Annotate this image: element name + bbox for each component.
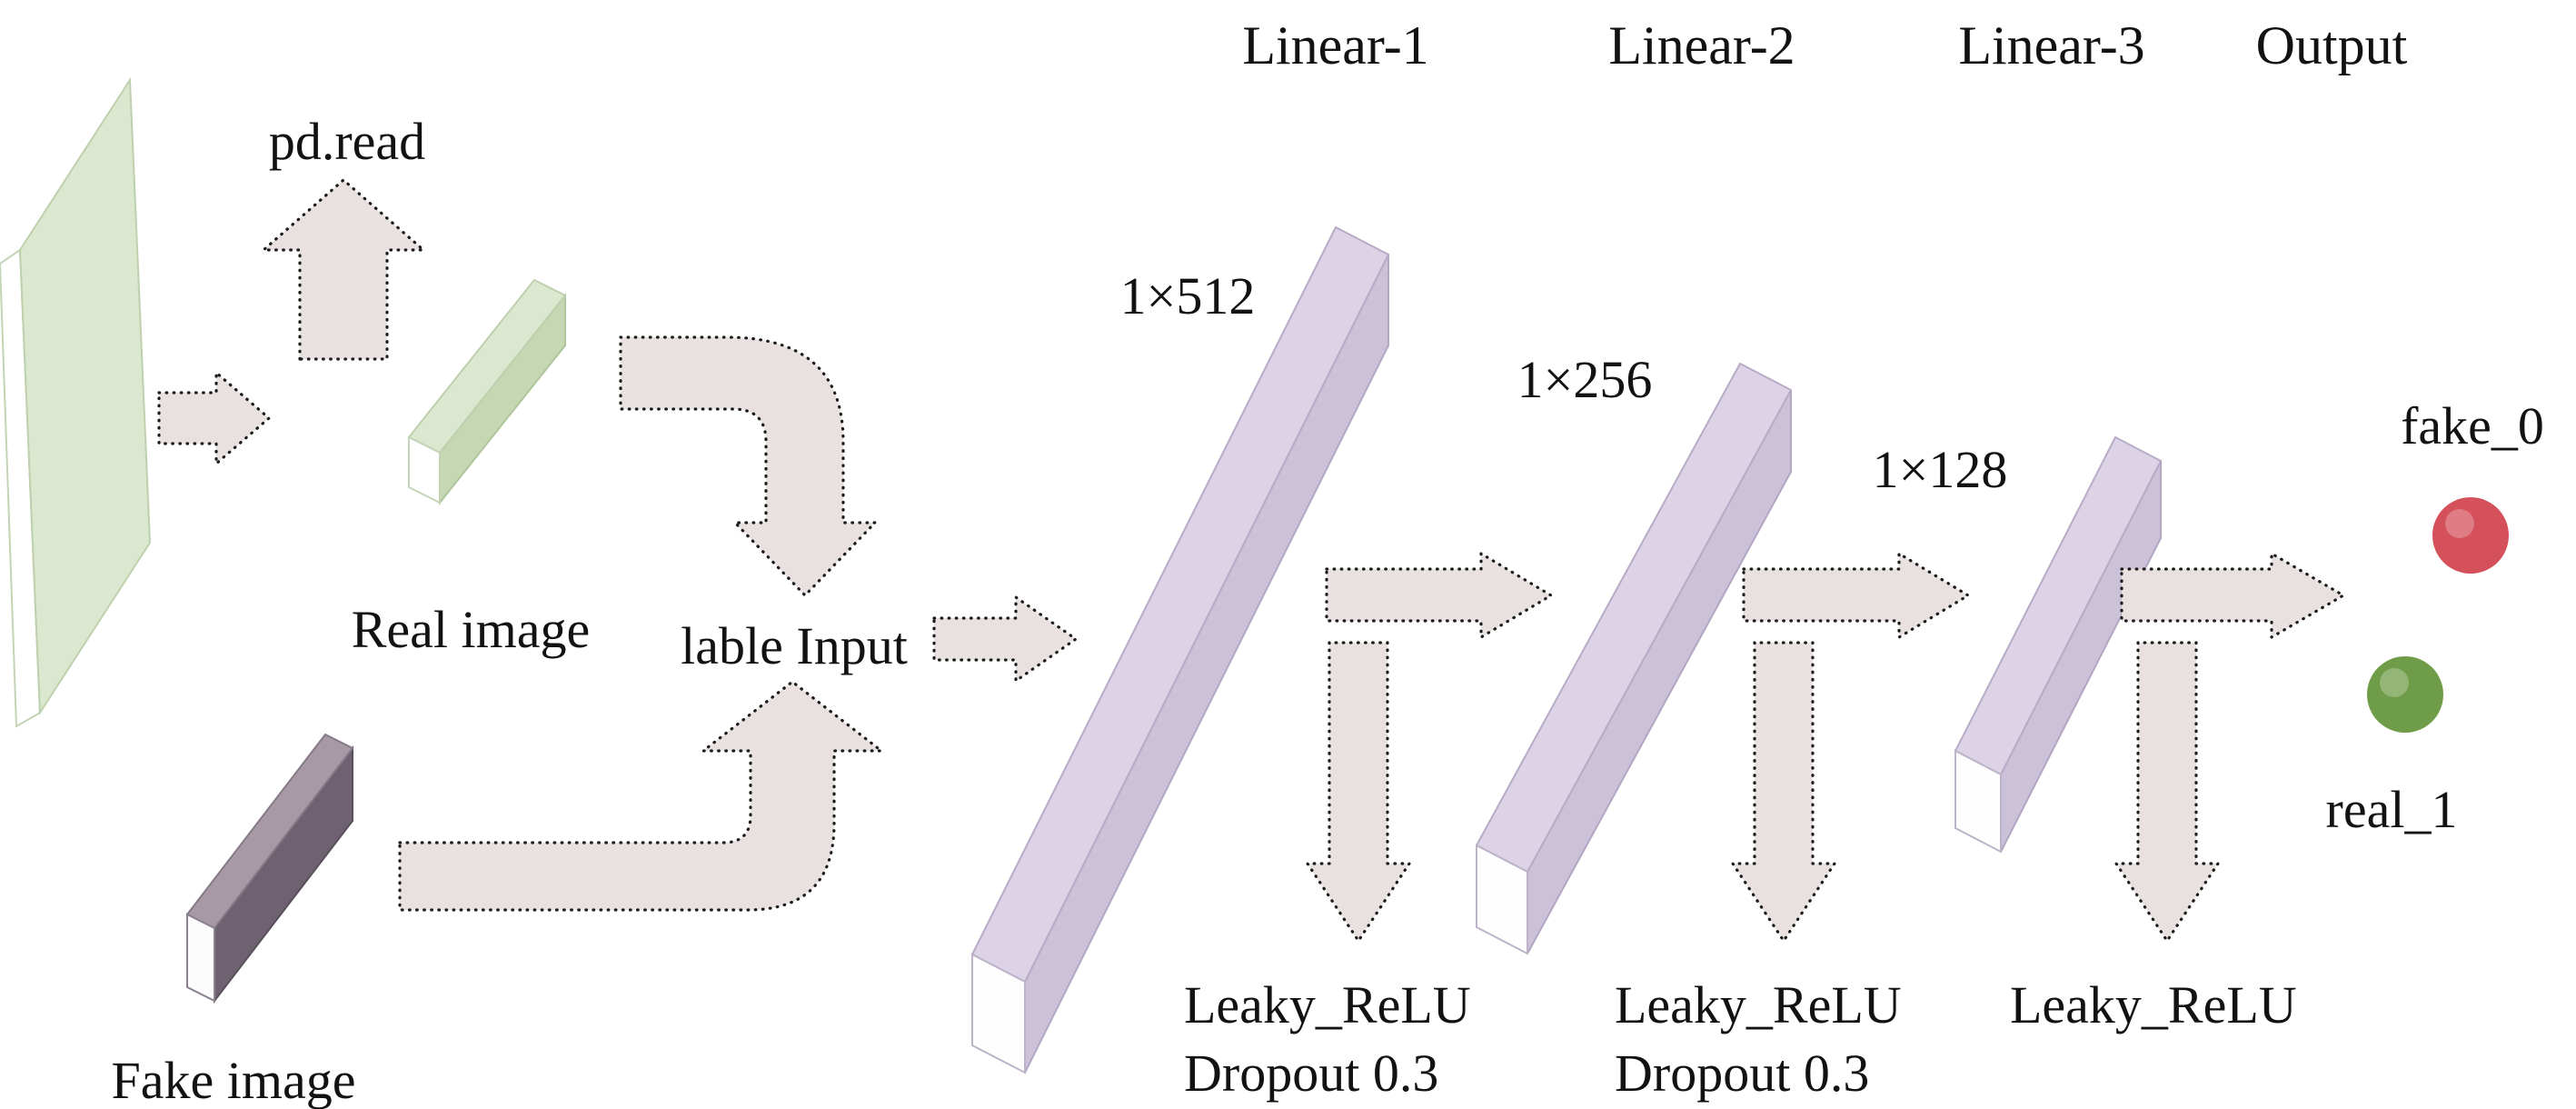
fake-image-bar xyxy=(185,733,354,1004)
linear2-dropout-label: Dropout 0.3 xyxy=(1615,1044,1869,1103)
linear3-to-output-arrow xyxy=(2120,552,2345,639)
linear1-activation-label: Leaky_ReLU xyxy=(1184,975,1471,1034)
fake-image-label: Fake image xyxy=(112,1051,356,1109)
output-header: Output xyxy=(2256,15,2408,75)
linear3-layer xyxy=(1954,435,2163,854)
linear2-activation-arrow xyxy=(1731,641,1836,943)
real-image-bar xyxy=(407,278,567,505)
linear2-to-linear3-arrow xyxy=(1742,552,1970,639)
linear1-dropout-label: Dropout 0.3 xyxy=(1184,1044,1438,1103)
fake-output-dot-highlight xyxy=(2445,509,2474,538)
real-output-label: real_1 xyxy=(2326,780,2458,839)
fake-to-input-arrow xyxy=(398,680,883,912)
linear3-header: Linear-3 xyxy=(1958,15,2144,75)
fake-output-label: fake_0 xyxy=(2401,396,2544,455)
linear3-slab-cap xyxy=(1954,749,2002,854)
linear3-activation-label: Leaky_ReLU xyxy=(2010,975,2297,1034)
real-bar-cap xyxy=(408,435,441,505)
linear3-size-label: 1×128 xyxy=(1873,440,2008,499)
linear2-size-label: 1×256 xyxy=(1517,350,1653,409)
pd-read-label: pd.read xyxy=(269,112,425,171)
linear1-layer xyxy=(970,225,1390,1074)
source-slab-face xyxy=(18,76,152,716)
linear2-activation-label: Leaky_ReLU xyxy=(1615,975,1902,1034)
fake-bar-cap xyxy=(186,913,215,1003)
linear1-header: Linear-1 xyxy=(1242,15,1428,75)
real-output-dot-highlight xyxy=(2380,668,2409,697)
real-output-dot xyxy=(2367,656,2443,733)
linear1-size-label: 1×512 xyxy=(1120,266,1256,325)
linear3-activation-arrow xyxy=(2114,641,2220,943)
linear1-to-linear2-arrow xyxy=(1325,552,1553,639)
pd-read-arrow xyxy=(262,178,425,361)
real-image-label: Real image xyxy=(352,600,591,659)
input-to-linear1-arrow xyxy=(932,595,1078,683)
linear2-slab-cap xyxy=(1476,844,1528,955)
label-input-label: lable Input xyxy=(681,616,908,675)
linear2-header: Linear-2 xyxy=(1608,15,1795,75)
real-to-input-arrow xyxy=(619,335,877,597)
source-to-real-arrow xyxy=(157,371,271,465)
fake-output-dot xyxy=(2432,497,2509,574)
source-image-slab xyxy=(0,76,152,728)
linear1-activation-arrow xyxy=(1306,641,1411,943)
linear2-layer xyxy=(1475,362,1793,955)
linear1-slab-cap xyxy=(971,953,1026,1074)
